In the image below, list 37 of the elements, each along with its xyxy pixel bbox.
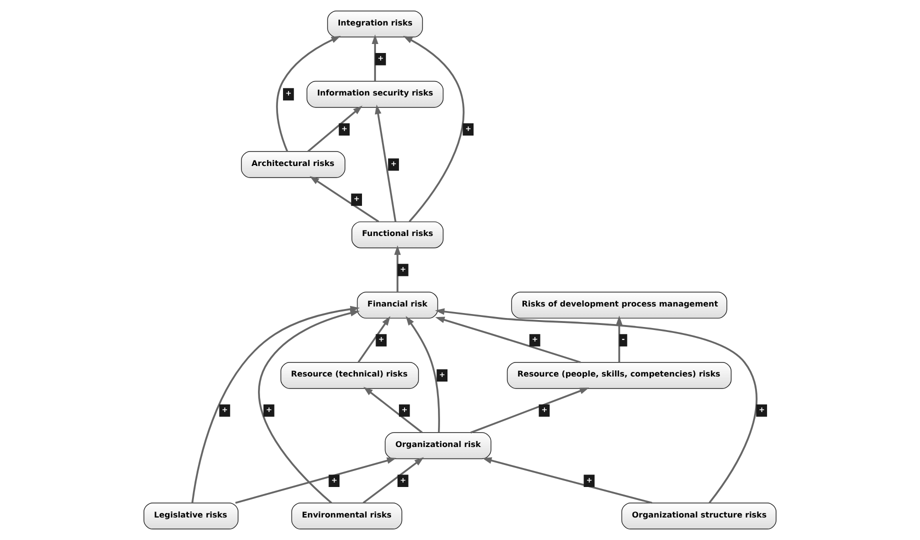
arrow [310, 176, 380, 222]
edge-label: + [541, 405, 548, 414]
arrow [276, 36, 341, 152]
arrow [191, 306, 360, 504]
arrow [372, 34, 378, 81]
arrow [363, 386, 423, 434]
edge-label: + [286, 88, 292, 98]
edge-label: + [465, 124, 472, 133]
edge-label: + [341, 124, 348, 133]
edge-label: + [439, 370, 446, 379]
edge-label: + [378, 334, 384, 344]
edge-label: + [390, 159, 397, 168]
arrow [362, 457, 424, 504]
arrow [616, 316, 623, 362]
arrow [406, 316, 440, 433]
edge-label: - [622, 334, 625, 344]
arrow [482, 457, 652, 504]
edge-label: + [758, 405, 765, 414]
edge-label: + [400, 264, 406, 274]
arrow [435, 316, 581, 364]
arrow [358, 316, 390, 363]
arrow [403, 36, 464, 222]
edge-label: + [586, 475, 592, 484]
arrow [394, 245, 401, 292]
edge-label: + [401, 405, 408, 414]
edge-label: + [331, 475, 338, 484]
arrow [235, 457, 396, 504]
edge-label: + [400, 475, 406, 484]
arrow [435, 308, 758, 504]
edge-label: + [354, 194, 360, 204]
arrow [374, 104, 396, 222]
arrow [470, 388, 590, 434]
edge-label: + [266, 405, 272, 414]
edge-label: + [532, 334, 538, 344]
edge-label: + [222, 405, 228, 414]
arrow [307, 106, 362, 152]
edge-label: + [378, 54, 384, 63]
